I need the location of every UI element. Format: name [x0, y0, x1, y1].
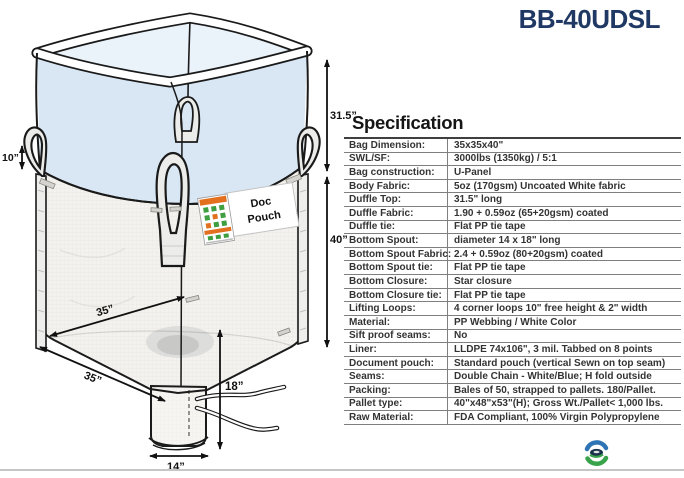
spec-row: Seams: Double Chain - White/Blue; H fold …: [344, 370, 681, 384]
spec-row: Bag Dimension: 35x35x40": [344, 139, 681, 153]
doc-pouch: Doc Pouch: [224, 182, 300, 238]
spec-row: Bag construction: U-Panel: [344, 166, 681, 180]
top-width-label: 35”: [95, 303, 115, 319]
duffle-length-label: 31.5”: [330, 110, 357, 122]
right-lifting-loop: [296, 126, 321, 178]
spec-row-label: Bottom Closure:: [344, 275, 448, 288]
spec-row-label: Bag construction:: [344, 166, 448, 179]
spec-row-value: 5oz (170gsm) Uncoated White fabric: [454, 180, 626, 192]
spec-row: Packing: Bales of 50, strapped to pallets…: [344, 383, 681, 398]
spec-row-label: Duffle Top:: [344, 193, 448, 207]
spec-row-label: Bag Dimension:: [344, 139, 448, 152]
spec-heading: Specification: [352, 112, 464, 133]
spec-row-label: Packing:: [344, 383, 448, 397]
spec-row-label: Sift proof seams:: [344, 329, 448, 343]
back-lifting-loop: [173, 96, 201, 143]
spec-row-label: SWL/SF:: [344, 152, 448, 166]
spec-row-label: Pallet type:: [344, 397, 448, 411]
spec-row: Pallet type: 40"x48"x53"(H); Gross Wt./Pa…: [344, 397, 681, 412]
spec-row-value: 1.90 + 0.59oz (65+20gsm) coated: [454, 207, 609, 219]
page-bottom-rule: [0, 469, 684, 471]
spec-table: Bag Dimension: 35x35x40" SWL/SF: 3000lbs (…: [344, 137, 681, 425]
side-webbing: [35, 173, 309, 353]
page-title: BB-40UDSL: [518, 4, 661, 34]
dimension-top-width: 35”: [49, 296, 185, 337]
bag-technical-drawing: Doc Pouch 10”: [2, 12, 357, 473]
eco-globe-logo: [583, 440, 610, 467]
spec-row: Bottom Closure tie: Flat PP tie tape: [344, 288, 681, 303]
spec-row-value: No: [454, 330, 468, 342]
spec-row-value: 40"x48"x53"(H); Gross Wt./Pallet< 1,000 …: [454, 398, 664, 410]
spec-row: Body Fabric: 5oz (170gsm) Uncoated White …: [344, 179, 681, 194]
bag-height-label: 40”: [330, 234, 348, 246]
front-corner-seam: [170, 81, 183, 389]
spec-row-value: Bales of 50, strapped to pallets. 180/Pa…: [454, 384, 656, 396]
spec-row-label: Lifting Loops:: [344, 302, 448, 315]
spec-row: Duffle tie: Flat PP tie tape: [344, 220, 681, 235]
body-top-seam: [39, 165, 304, 206]
bottom-spout: [148, 384, 209, 451]
spec-row-label: Seams:: [344, 370, 448, 383]
spec-row-value: Flat PP tie tape: [454, 262, 526, 274]
spec-row: Duffle Fabric: 1.90 + 0.59oz (65+20gsm) c…: [344, 207, 681, 221]
spec-row-label: Body Fabric:: [344, 179, 448, 193]
spec-row-value: Flat PP tie tape: [454, 221, 526, 233]
spec-row-label: Duffle Fabric:: [344, 207, 448, 220]
spec-row: Liner: LLDPE 74x106", 3 mil. Tabbed on 8 …: [344, 343, 681, 357]
spec-row-label: Document pouch:: [344, 356, 448, 370]
spec-row-value: 35x35x40": [454, 139, 504, 151]
spec-row-label: Bottom Spout:: [344, 234, 448, 247]
spec-row-value: LLDPE 74x106", 3 mil. Tabbed on 8 points: [454, 343, 653, 355]
spec-row-value: Flat PP tie tape: [454, 289, 526, 301]
spec-row-label: Raw Material:: [344, 411, 448, 424]
duffle-side-seams: [35, 50, 309, 171]
spec-row-value: 3000lbs (1350kg) / 5:1: [454, 153, 557, 165]
spec-row-label: Bottom Closure tie:: [344, 288, 448, 302]
certification-tag: [197, 193, 236, 246]
spec-row: Bottom Spout Fabric:2.4 + 0.59oz (80+20g…: [344, 247, 681, 262]
loop-height-label: 10”: [2, 152, 19, 164]
doc-pouch-label-line1: Doc: [250, 195, 272, 210]
spec-row: Sift proof seams: No: [344, 329, 681, 344]
spec-row-label: Bottom Spout tie:: [344, 261, 448, 275]
spout-tie-tapes: [194, 384, 287, 432]
spout-diameter-label: 14”: [167, 461, 185, 473]
spec-row-label: Bottom Spout Fabric:: [344, 247, 451, 261]
duffle-top-walls: [37, 51, 307, 203]
spec-row: Duffle Top: 31.5" long: [344, 193, 681, 208]
left-lifting-loop: [23, 126, 48, 178]
spec-row-value: Double Chain - White/Blue; H fold outsid…: [454, 371, 652, 383]
spec-row-value: 31.5" long: [454, 194, 503, 206]
spec-row-label: Material:: [344, 315, 448, 329]
dimension-bag-height: 40”: [324, 176, 348, 348]
dimension-spout-length: 18”: [217, 329, 244, 450]
spec-row-value: 4 corner loops 10" free height & 2" widt…: [454, 303, 648, 315]
spec-row: Bottom Closure: Star closure: [344, 275, 681, 289]
spec-row-value: U-Panel: [454, 167, 492, 179]
dimension-loop-height: 10”: [2, 145, 25, 170]
spout-length-label: 18”: [225, 381, 244, 393]
spec-row-label: Duffle tie:: [344, 220, 448, 234]
spec-row-value: 2.4 + 0.59oz (80+20gsm) coated: [454, 248, 603, 260]
back-corner-seam: [187, 19, 191, 101]
dimension-duffle-length: 31.5”: [324, 59, 357, 172]
spec-row-value: Standard pouch (vertical Sewn on top sea…: [454, 357, 666, 369]
spec-row: Bottom Spout tie: Flat PP tie tape: [344, 261, 681, 276]
spec-row-value: PP Webbing / White Color: [454, 316, 577, 328]
spec-row-value: diameter 14 x 18" long: [454, 235, 561, 247]
front-lifting-loop: [155, 151, 190, 268]
strap-tabs: [38, 173, 303, 337]
spec-row-value: Star closure: [454, 275, 512, 287]
spec-row: SWL/SF: 3000lbs (1350kg) / 5:1: [344, 152, 681, 167]
spec-row: Material: PP Webbing / White Color: [344, 315, 681, 330]
spec-row: Document pouch: Standard pouch (vertical …: [344, 356, 681, 371]
spec-row: Raw Material: FDA Compliant, 100% Virgin …: [344, 411, 681, 425]
spec-row: Bottom Spout: diameter 14 x 18" long: [344, 234, 681, 248]
spec-row-value: FDA Compliant, 100% Virgin Polypropylene: [454, 411, 660, 423]
spec-row: Lifting Loops: 4 corner loops 10" free he…: [344, 302, 681, 316]
doc-pouch-label-line2: Pouch: [247, 209, 282, 226]
spec-row-label: Liner:: [344, 343, 448, 356]
duffle-rim-band: [31, 12, 313, 88]
